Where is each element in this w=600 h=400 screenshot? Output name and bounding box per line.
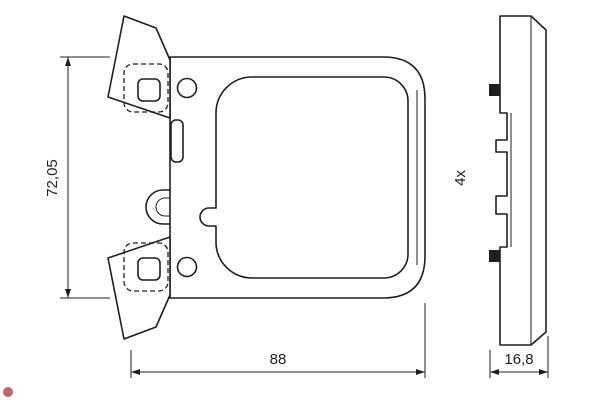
friction-surface-outline [199,76,409,279]
bottom-spring-clip [107,236,171,340]
side-view: 4x [452,15,547,346]
top-spring-clip [107,15,171,119]
bottom-clip-section [489,250,500,262]
top-clip-section [489,84,500,96]
bottom-clip-window [137,257,161,281]
brand-dot [3,387,13,397]
bottom-rivet-hole [176,256,198,278]
top-clip-window [137,78,161,102]
front-view [107,15,426,340]
top-rivet-hole [176,77,198,99]
side-profile-outline [495,15,547,346]
bottom-pad-hidden-outline [123,242,169,292]
clip-slot-window [170,119,184,163]
quantity-label: 4x [452,170,469,186]
depth-dimension: 16,8 [489,336,549,378]
guide-tab-inner [155,197,170,217]
guide-tab-outer [145,189,171,225]
height-dimension: 72,05 [44,56,110,299]
width-dimension: 88 [130,303,426,378]
height-dimension-label: 72,05 [44,159,61,197]
depth-dimension-label: 16,8 [504,351,533,368]
backplate-outline [169,56,426,299]
top-pad-hidden-outline [123,63,169,113]
width-dimension-label: 88 [270,351,287,368]
